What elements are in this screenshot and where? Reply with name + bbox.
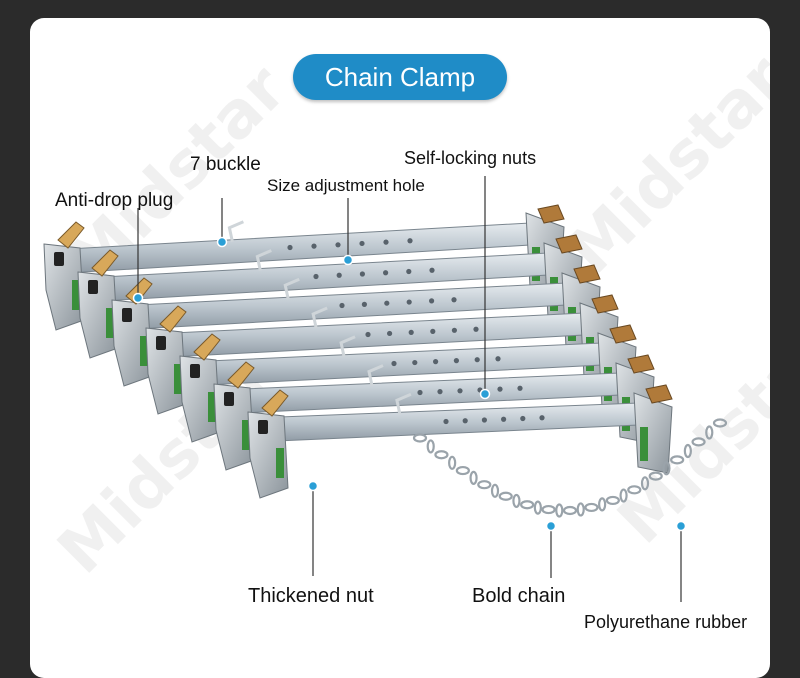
label-polyurethane-rubber: Polyurethane rubber — [584, 612, 748, 632]
product-card: Midstar Midstar Midstar Midstar Chain Cl… — [30, 18, 770, 678]
callout-dot-size-hole — [342, 254, 354, 266]
label-thickened-nut: Thickened nut — [248, 585, 374, 607]
callout-dot-thickened-nut — [307, 480, 319, 492]
chain-clamp-illustration — [43, 176, 728, 602]
callout-dot-poly-rubber — [675, 520, 687, 532]
label-anti-drop-plug: Anti-drop plug — [55, 190, 174, 211]
label-buckle: 7 buckle — [190, 154, 261, 175]
callout-dot-buckle — [216, 236, 228, 248]
label-bold-chain: Bold chain — [472, 585, 566, 607]
clamp-unit — [247, 384, 673, 499]
callout-dot-bold-chain — [545, 520, 557, 532]
callout-dot-anti-drop — [132, 292, 144, 304]
callout-dot-self-locking — [479, 388, 491, 400]
title-badge: Chain Clamp — [293, 54, 507, 100]
label-self-locking-nuts: Self-locking nuts — [404, 148, 537, 168]
label-size-adjustment-hole: Size adjustment hole — [267, 176, 425, 195]
